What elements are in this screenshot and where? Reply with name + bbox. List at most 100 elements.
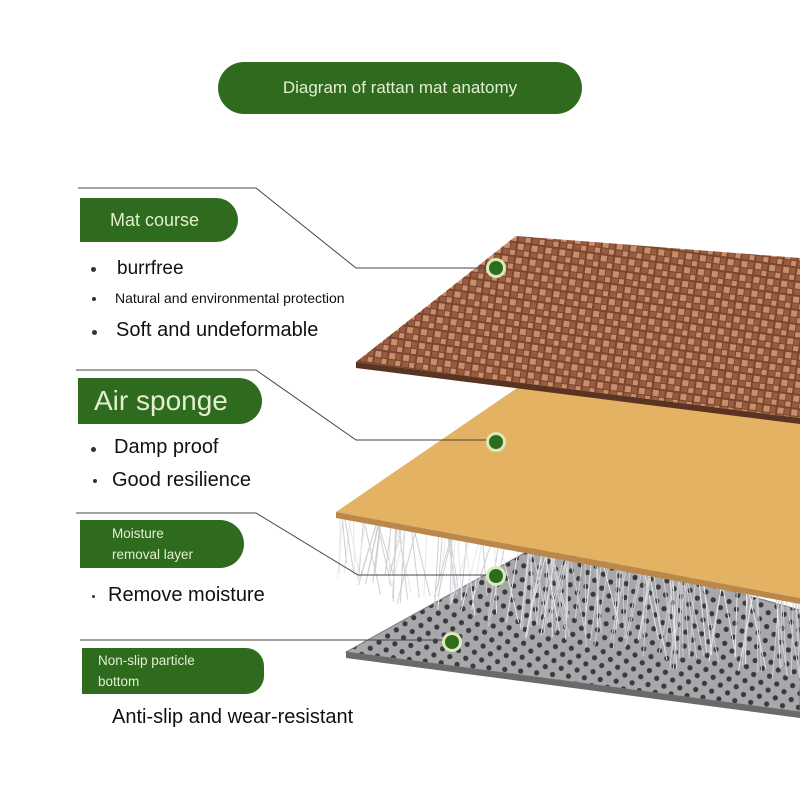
fiber-strand xyxy=(519,547,530,629)
fiber-strand xyxy=(653,570,663,636)
fiber-strand xyxy=(410,525,420,598)
fiber-strand xyxy=(505,545,520,623)
fiber-strand xyxy=(437,532,454,597)
fiber-strand xyxy=(540,552,557,636)
fiber-strand xyxy=(780,594,783,667)
fiber-strand xyxy=(681,575,684,658)
fiber-strand xyxy=(745,587,748,665)
fiber-strand xyxy=(771,594,780,679)
fiber-strand xyxy=(590,560,603,641)
fiber-strand xyxy=(392,522,398,599)
fiber-strand xyxy=(757,590,762,672)
fiber-strand xyxy=(521,547,531,630)
fiber-strand xyxy=(747,588,767,670)
fiber-strand xyxy=(360,518,379,575)
bullet xyxy=(91,267,96,272)
marker-mat xyxy=(486,258,506,278)
fiber-strand xyxy=(703,579,713,656)
label-mat-course: Mat course xyxy=(80,198,238,242)
feature-burrfree: burrfree xyxy=(117,258,184,279)
leader-line-air xyxy=(76,369,496,441)
sponge-layer-edge xyxy=(336,512,800,604)
fiber-strand xyxy=(776,593,781,669)
fiber-strand xyxy=(546,553,566,625)
fiber-strand xyxy=(374,519,382,573)
fiber-strand xyxy=(525,549,543,638)
fiber-strand xyxy=(460,535,468,601)
label-line: removal layer xyxy=(112,547,194,562)
label-line: bottom xyxy=(98,674,140,689)
base-layer-edge xyxy=(346,652,800,718)
label-line: Moisture xyxy=(112,526,164,541)
marker-moist xyxy=(486,566,506,586)
fiber-strand xyxy=(372,519,382,583)
fiber-strand xyxy=(686,576,705,657)
fiber-strand xyxy=(594,562,610,646)
fiber-strand xyxy=(678,575,682,659)
fiber-strand xyxy=(741,588,750,666)
label-air-sponge: Air sponge xyxy=(78,378,262,424)
leader-line-moist xyxy=(76,512,496,576)
fiber-strand xyxy=(449,532,453,603)
fiber-strand xyxy=(551,551,567,615)
fiber-strand xyxy=(781,594,788,676)
feature-resilience: Good resilience xyxy=(112,469,251,491)
fiber-strand xyxy=(670,576,689,656)
leader-line-mat xyxy=(78,187,496,269)
fiber-strand xyxy=(499,541,520,623)
marker-air xyxy=(486,432,506,452)
sponge-layer xyxy=(336,386,800,598)
moisture-fibers xyxy=(337,511,800,689)
fiber-strand xyxy=(672,574,677,669)
fiber-strand xyxy=(531,547,549,624)
fiber-strand xyxy=(388,523,404,576)
fiber-strand xyxy=(624,566,631,639)
fiber-strand xyxy=(594,559,602,633)
fiber-strand xyxy=(643,568,659,640)
fiber-strand xyxy=(367,519,381,574)
fiber-strand xyxy=(584,557,587,647)
rattan-layer-edge xyxy=(356,362,800,424)
feature-anti-slip: Anti-slip and wear-resistant xyxy=(112,706,354,728)
fiber-strand xyxy=(433,532,453,598)
bullet xyxy=(93,479,97,483)
feature-remove-moisture: Remove moisture xyxy=(108,584,265,606)
fiber-strand xyxy=(412,525,431,597)
feature-soft: Soft and undeformable xyxy=(116,319,319,341)
fiber-strand xyxy=(569,554,587,636)
fiber-strand xyxy=(472,540,493,599)
label-non-slip-bottom: Non-slip particle bottom xyxy=(82,648,264,694)
fiber-strand xyxy=(341,512,347,564)
bullet xyxy=(92,330,97,335)
fiber-strand xyxy=(672,575,681,670)
fiber-strand xyxy=(347,513,360,575)
marker-bottom xyxy=(442,632,462,652)
fiber-strand xyxy=(555,554,567,634)
fiber-strand xyxy=(665,574,674,641)
label-moisture-removal: Moisture removal layer xyxy=(80,520,244,568)
fiber-strand xyxy=(689,578,696,656)
fiber-strand xyxy=(615,564,622,630)
fiber-strand xyxy=(352,514,356,572)
fiber-strand xyxy=(622,564,625,630)
rattan-layer xyxy=(356,236,800,418)
fiber-strand xyxy=(637,570,652,641)
bullet xyxy=(92,595,95,598)
feature-damp-proof: Damp proof xyxy=(114,436,219,458)
fiber-strand xyxy=(446,531,458,595)
fiber-strand xyxy=(471,538,483,610)
fiber-strand xyxy=(538,551,554,626)
fiber-strand xyxy=(698,579,708,652)
diagram-title: Diagram of rattan mat anatomy xyxy=(218,62,582,114)
fiber-strand xyxy=(612,563,618,650)
bullet xyxy=(92,297,96,301)
bullet xyxy=(91,447,96,452)
fiber-strand xyxy=(543,551,555,635)
fiber-strand xyxy=(384,521,393,576)
fiber-strand xyxy=(450,536,472,605)
fiber-strand xyxy=(721,583,737,656)
fiber-strand xyxy=(526,549,544,639)
fiber-strand xyxy=(734,586,738,658)
fiber-strand xyxy=(625,568,643,648)
